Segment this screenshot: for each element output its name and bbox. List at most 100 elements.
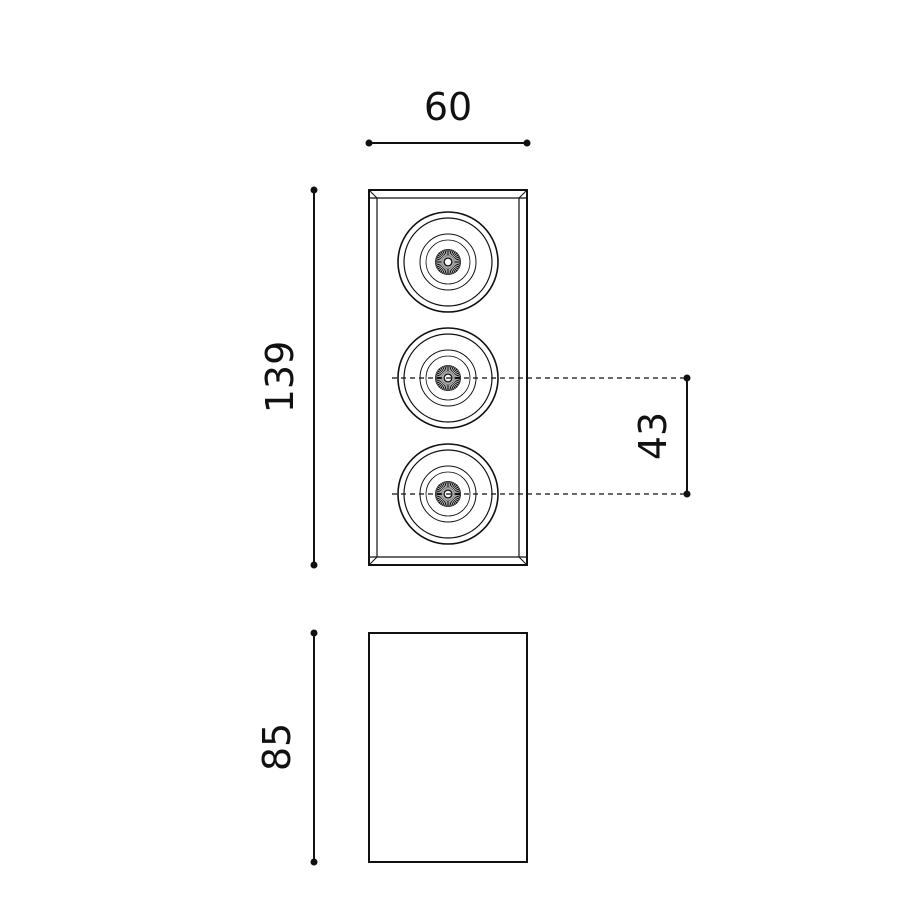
spotlight-led-rib bbox=[443, 250, 447, 258]
spotlight-reflector-inner-ring bbox=[425, 471, 471, 517]
spotlight-led-rib bbox=[451, 496, 458, 503]
spotlight-led-rib bbox=[449, 497, 455, 505]
spotlight-reflector-ring bbox=[419, 233, 477, 291]
spotlight-led-rib bbox=[451, 255, 459, 261]
spotlight-led-rib bbox=[443, 366, 447, 374]
spotlight-led-rib bbox=[445, 266, 448, 275]
spotlight-led-rib bbox=[436, 257, 444, 261]
spotlight-led-rib bbox=[443, 382, 447, 390]
spotlight-led-ribs bbox=[435, 249, 461, 275]
spotlight-led-rib bbox=[452, 378, 461, 381]
spotlight-led-rib bbox=[451, 263, 459, 269]
spotlight-led-rib bbox=[436, 495, 444, 499]
spotlight-led-rib bbox=[441, 483, 447, 491]
spotlight-led-rib bbox=[452, 259, 461, 262]
spotlight-led-rib bbox=[451, 371, 459, 377]
spotlight-led-rib bbox=[435, 494, 444, 497]
spotlight-led-rib bbox=[441, 251, 447, 259]
spotlight-led-rib bbox=[436, 373, 444, 377]
spotlight-led-rib bbox=[452, 494, 461, 497]
spacing-dimension-start-dot bbox=[683, 374, 691, 382]
spotlight-led-rib bbox=[448, 249, 451, 258]
width-dimension-start-dot bbox=[365, 139, 373, 147]
spotlight-led-rib bbox=[451, 253, 458, 260]
spotlight-led-rib bbox=[448, 481, 451, 490]
spotlight-led-rib bbox=[445, 498, 448, 507]
width-dimension-label: 60 bbox=[424, 85, 472, 129]
spotlight-led-rib bbox=[449, 382, 453, 390]
height-top-dimension-start-dot bbox=[310, 186, 318, 194]
spotlight-led-rib bbox=[449, 483, 455, 491]
spotlight-led-rib bbox=[441, 497, 447, 505]
spotlight-led-rib bbox=[450, 265, 457, 272]
spotlight-led-rib bbox=[448, 382, 451, 391]
spacing-dimension: 43 bbox=[392, 374, 691, 498]
spotlight-led-rib bbox=[450, 484, 457, 491]
spotlight-led-rib bbox=[449, 381, 455, 389]
spotlight-led-rib bbox=[451, 379, 459, 385]
height-top-dimension: 139 bbox=[258, 186, 318, 569]
width-dimension-end-dot bbox=[523, 139, 531, 147]
spotlight-led-rib bbox=[450, 497, 457, 504]
spotlight-led-rib bbox=[450, 381, 457, 388]
spotlight-led-rib bbox=[436, 489, 444, 493]
spotlight-led-rib bbox=[449, 367, 455, 375]
spotlight-led-rib bbox=[435, 491, 444, 494]
spotlight-led-rib bbox=[451, 487, 459, 493]
spotlight-led-rib bbox=[451, 264, 458, 271]
height-side-dimension-label: 85 bbox=[255, 723, 299, 771]
spotlight-led-rib bbox=[449, 251, 455, 259]
spotlight-led-rib bbox=[435, 375, 444, 378]
spotlight-led-ribs bbox=[435, 365, 461, 391]
spotlight-led-rib bbox=[449, 498, 453, 506]
spotlight-led-rib bbox=[448, 365, 451, 374]
spotlight-led-rib bbox=[439, 252, 446, 259]
spotlight-led-rib bbox=[438, 380, 445, 387]
spotlight-led-rib bbox=[443, 498, 447, 506]
spotlight-led-rib bbox=[438, 369, 445, 376]
spotlight-led-rib bbox=[443, 266, 447, 274]
spotlight-led-rib bbox=[452, 262, 461, 265]
spotlight-led-rib bbox=[439, 381, 446, 388]
height-side-dimension: 85 bbox=[255, 629, 318, 866]
spotlight-led-rib bbox=[441, 265, 447, 273]
spacing-dimension-end-dot bbox=[683, 490, 691, 498]
height-side-dimension-start-dot bbox=[310, 629, 318, 637]
height-top-dimension-label: 139 bbox=[258, 341, 302, 414]
spotlight-led-rib bbox=[436, 379, 444, 383]
spotlight-led-rib bbox=[439, 265, 446, 272]
side-view-body bbox=[368, 632, 528, 863]
spotlight-led-rib bbox=[449, 265, 455, 273]
spotlight-led-rib bbox=[445, 365, 448, 374]
spotlight-led-rib bbox=[451, 485, 458, 492]
spotlight-led-rib bbox=[450, 368, 457, 375]
spotlight-led-rib bbox=[452, 375, 461, 378]
spotlight-led-rib bbox=[451, 495, 459, 501]
spotlight-led-rib bbox=[452, 489, 460, 493]
spotlight-led-rib bbox=[452, 379, 460, 383]
spotlight-led-rib bbox=[438, 253, 445, 260]
spotlight-led-rib bbox=[452, 491, 461, 494]
spotlight-led-rib bbox=[452, 373, 460, 377]
spotlight-led-rib bbox=[437, 487, 445, 493]
spotlight-outer-ring bbox=[397, 327, 499, 429]
height-top-dimension-end-dot bbox=[310, 561, 318, 569]
spacing-dimension-label: 43 bbox=[631, 412, 675, 460]
spotlight-led-rib bbox=[435, 378, 444, 381]
spotlight-led-rib bbox=[435, 262, 444, 265]
spotlight-group bbox=[397, 211, 499, 545]
spotlight-led-rib bbox=[451, 380, 458, 387]
spotlight-led-rib bbox=[445, 382, 448, 391]
spotlight-reflector-inner-ring bbox=[425, 355, 471, 401]
spotlight-bezel-ring bbox=[403, 217, 493, 307]
spotlight-led-rib bbox=[439, 484, 446, 491]
height-side-dimension-end-dot bbox=[310, 858, 318, 866]
spotlight-led-rib bbox=[449, 366, 453, 374]
spotlight-led-rib bbox=[438, 496, 445, 503]
spotlight-led-rib bbox=[441, 367, 447, 375]
spotlight-led-rib bbox=[441, 381, 447, 389]
spotlight-led-rib bbox=[448, 498, 451, 507]
housing-corner-tr bbox=[518, 189, 528, 199]
spotlight-outer-ring bbox=[397, 443, 499, 545]
